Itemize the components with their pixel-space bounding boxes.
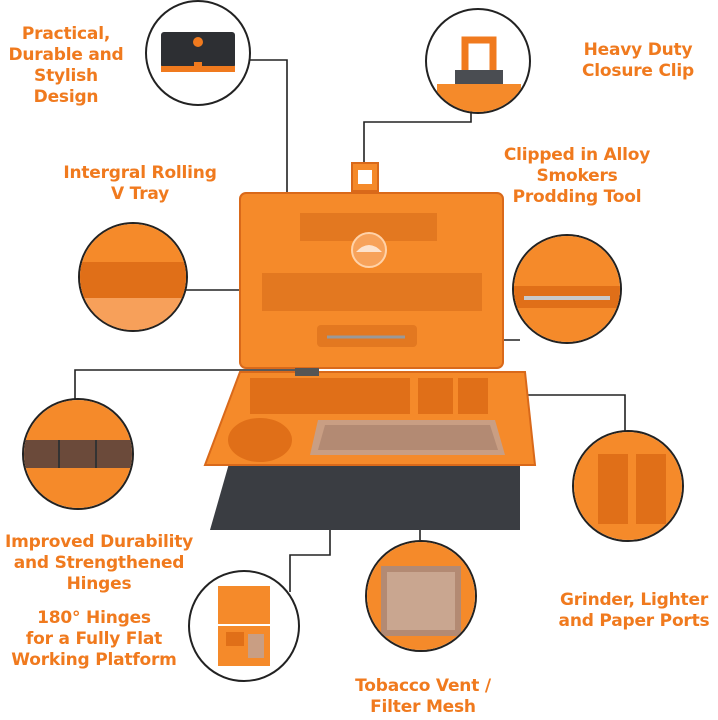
callout-circle-clip (425, 8, 531, 114)
callout-circle-ports (572, 430, 684, 542)
label-durable: Improved Durability and Strengthened Hin… (4, 532, 194, 594)
prodding-tool-icon (514, 236, 620, 342)
label-tray: Intergral Rolling V Tray (63, 163, 217, 204)
callout-circle-vent (365, 540, 477, 652)
label-hinges: 180° Hinges for a Fully Flat Working Pla… (11, 608, 177, 670)
label-ports: Grinder, Lighter and Paper Ports (558, 590, 710, 631)
label-design: Practical, Durable and Stylish Design (8, 24, 124, 107)
closed-box-icon (161, 32, 235, 72)
callout-circle-tray (78, 222, 188, 332)
callout-circle-hinge (22, 398, 134, 510)
hinge-icon (24, 400, 132, 508)
ports-icon (574, 432, 682, 540)
callout-circle-tool (512, 234, 622, 344)
closure-clip-icon (437, 36, 521, 112)
rolling-tray-icon (80, 224, 186, 330)
label-vent: Tobacco Vent / Filter Mesh (355, 676, 491, 717)
filter-mesh-icon (367, 542, 475, 650)
label-tool: Clipped in Alloy Smokers Prodding Tool (503, 145, 651, 207)
callout-circle-flat (188, 570, 300, 682)
open-flat-box-icon (218, 586, 270, 666)
label-clip: Heavy Duty Closure Clip (582, 40, 694, 81)
callout-circle-design (145, 0, 251, 106)
